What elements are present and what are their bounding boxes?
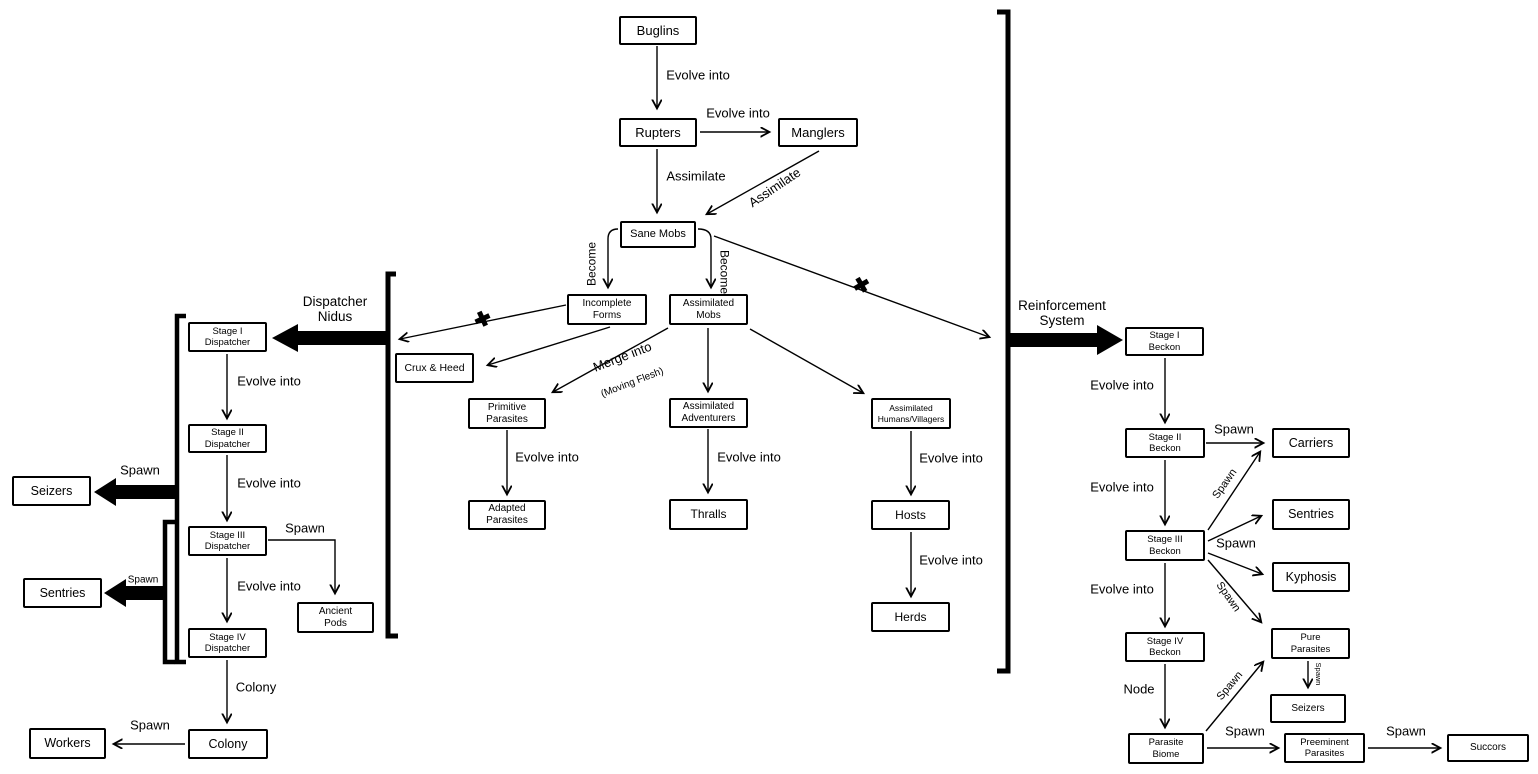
seizers-spawn-arrow <box>94 478 176 506</box>
node-thralls: Thralls <box>669 499 748 530</box>
label-colony: Colony <box>235 679 277 695</box>
sentries-spawn-arrow <box>104 579 165 607</box>
edge-sanemobs-assimilatedmobs <box>697 228 711 287</box>
label-spawn: Spawn <box>285 520 325 536</box>
label-spawn: Spawn <box>1386 723 1426 739</box>
label-evolve-into: Evolve into <box>237 373 301 389</box>
edge-stage3d-ancientpods <box>268 539 335 593</box>
section-label-dispatcher-nidus: Dispatcher Nidus <box>302 293 368 324</box>
node-seizers-right: Seizers <box>1270 694 1346 723</box>
node-workers: Workers <box>29 728 106 759</box>
node-stage3-beckon: Stage III Beckon <box>1125 530 1205 561</box>
node-parasite-biome: Parasite Biome <box>1128 733 1204 764</box>
node-buglins: Buglins <box>619 16 697 45</box>
dispatcher-nidus-arrow <box>272 324 388 352</box>
reinforcement-system-arrow <box>1008 325 1123 355</box>
node-incomplete-forms: Incomplete Forms <box>567 294 647 325</box>
label-evolve-into: Evolve into <box>706 105 770 121</box>
node-stage2-beckon: Stage II Beckon <box>1125 428 1205 458</box>
node-stage1-beckon: Stage I Beckon <box>1125 327 1204 356</box>
edge-sanemobs-incompleteforms <box>608 228 619 287</box>
sentries-spawn-bracket <box>162 519 175 665</box>
label-evolve-into: Evolve into <box>237 475 301 491</box>
edge-stage3b-pure <box>1207 559 1261 622</box>
label-node: Node <box>1123 681 1155 697</box>
node-stage3-dispatcher: Stage III Dispatcher <box>188 526 267 556</box>
node-sentries-right: Sentries <box>1272 499 1350 530</box>
edge-assimilatedmobs-primitive <box>553 327 669 392</box>
node-succors: Succors <box>1447 734 1529 762</box>
edge-assimilatedmobs-humans <box>749 328 863 393</box>
node-stage1-dispatcher: Stage I Dispatcher <box>188 322 267 352</box>
node-assimilated-mobs: Assimilated Mobs <box>669 294 748 325</box>
edge-manglers-sanemobs <box>707 150 820 214</box>
node-hosts: Hosts <box>871 500 950 530</box>
edge-stage3b-kyphosis <box>1207 552 1262 574</box>
label-evolve-into: Evolve into <box>515 449 579 465</box>
label-spawn: Spawn <box>120 462 160 478</box>
reinforcement-system-bracket <box>997 9 1011 674</box>
node-sane-mobs: Sane Mobs <box>620 221 696 248</box>
node-stage4-beckon: Stage IV Beckon <box>1125 632 1205 662</box>
label-moving-flesh: (Moving Flesh) <box>599 365 666 400</box>
section-label-reinforcement-system: Reinforcement System <box>1018 297 1106 328</box>
node-assimilated-humans-villagers: Assimilated Humans/Villagers <box>871 398 951 429</box>
node-ancient-pods: Ancient Pods <box>297 602 374 633</box>
node-assimilated-adventurers: Assimilated Adventurers <box>669 398 748 428</box>
node-sentries-left: Sentries <box>23 578 102 608</box>
label-spawn: Spawn <box>1214 421 1254 437</box>
node-herds: Herds <box>871 602 950 632</box>
node-stage2-dispatcher: Stage II Dispatcher <box>188 424 267 453</box>
label-evolve-into: Evolve into <box>1090 581 1154 597</box>
edge-incompleteforms-cruxheed <box>488 326 611 365</box>
node-rupters: Rupters <box>619 118 697 147</box>
node-crux-heed: Crux & Heed <box>395 353 474 383</box>
edge-stage3b-carriers <box>1207 452 1260 531</box>
label-evolve-into: Evolve into <box>919 552 983 568</box>
label-spawn: Spawn <box>130 717 170 733</box>
edge-biome-pure <box>1205 662 1263 732</box>
label-spawn: Spawn <box>1225 723 1265 739</box>
label-evolve-into: Evolve into <box>717 449 781 465</box>
node-preeminent-parasites: Preeminent Parasites <box>1284 733 1365 763</box>
label-become: Become <box>717 249 732 295</box>
node-pure-parasites: Pure Parasites <box>1271 628 1350 659</box>
label-spawn: Spawn <box>1216 535 1256 551</box>
edge-sanemobs-reinforcement-blocked <box>713 235 989 337</box>
label-evolve-into: Evolve into <box>666 67 730 83</box>
node-stage4-dispatcher: Stage IV Dispatcher <box>188 628 267 658</box>
dispatcher-nidus-bracket <box>385 271 398 639</box>
edge-stage3b-sentries <box>1207 516 1261 542</box>
node-carriers: Carriers <box>1272 428 1350 458</box>
node-adapted-parasites: Adapted Parasites <box>468 500 546 530</box>
label-evolve-into: Evolve into <box>237 578 301 594</box>
edge-incompleteforms-nidus-blocked <box>400 304 567 339</box>
node-kyphosis: Kyphosis <box>1272 562 1350 592</box>
node-seizers-left: Seizers <box>12 476 91 506</box>
node-manglers: Manglers <box>778 118 858 147</box>
label-become: Become <box>584 241 599 287</box>
label-evolve-into: Evolve into <box>919 450 983 466</box>
seizers-spawn-bracket <box>174 313 186 665</box>
node-colony: Colony <box>188 729 268 759</box>
label-assimilate: Assimilate <box>666 168 726 184</box>
label-spawn: Spawn <box>1314 662 1324 686</box>
label-spawn: Spawn <box>127 574 159 586</box>
label-evolve-into: Evolve into <box>1090 479 1154 495</box>
node-primitive-parasites: Primitive Parasites <box>468 398 546 429</box>
label-evolve-into: Evolve into <box>1090 377 1154 393</box>
